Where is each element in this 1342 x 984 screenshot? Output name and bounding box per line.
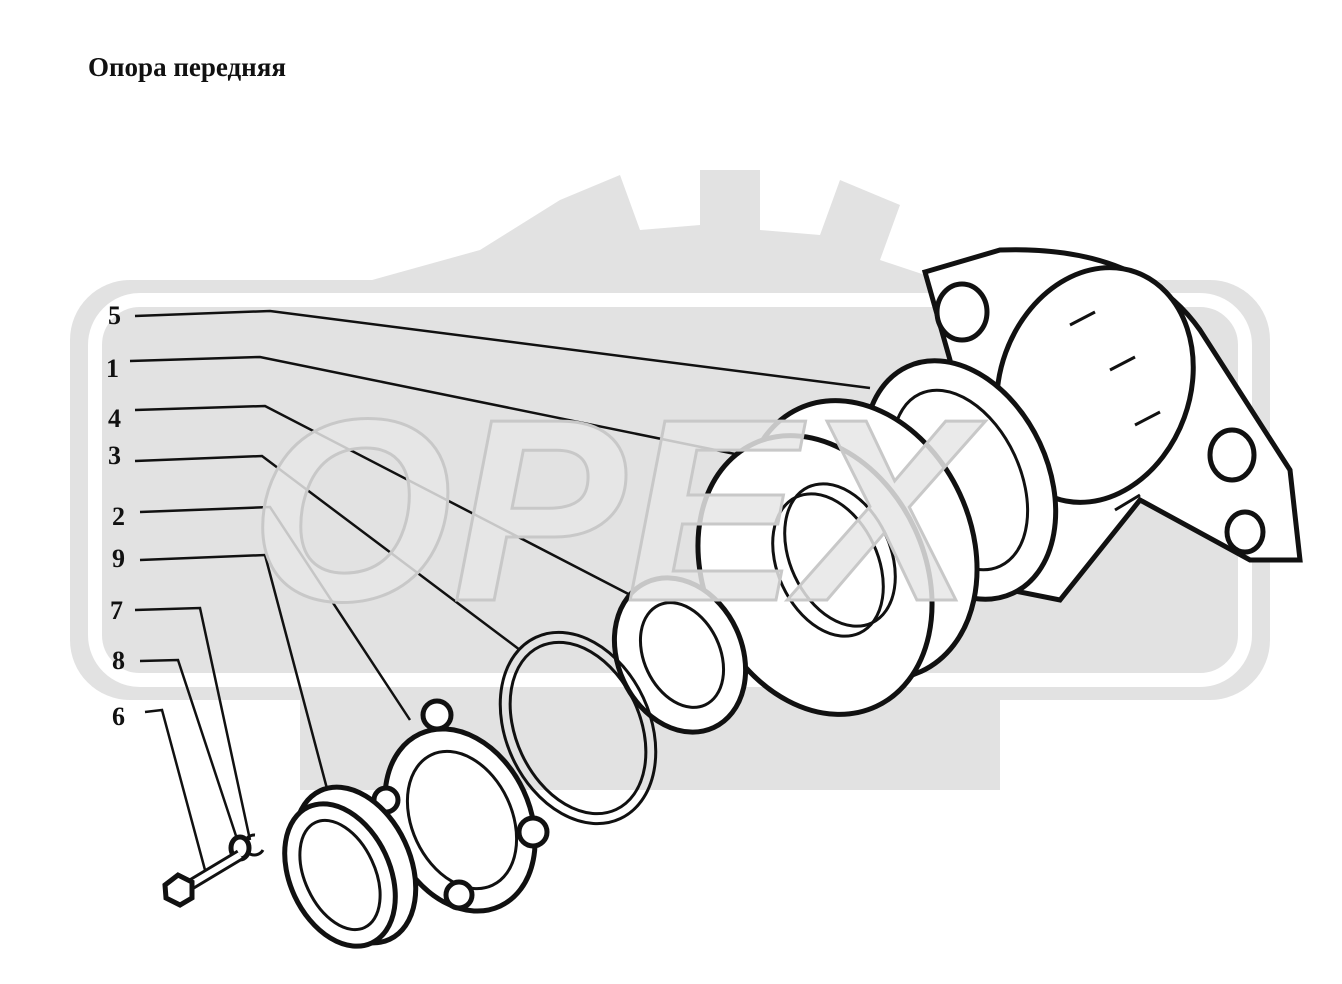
part-9-seal [282,784,419,949]
part-1-bearing-housing [695,398,980,717]
leader-lines [129,309,871,871]
callout-3: 3 [108,441,121,470]
callout-2: 2 [112,502,125,531]
callout-7: 7 [110,596,123,625]
callout-4: 4 [108,404,121,433]
callout-9: 9 [112,544,125,573]
part-3-retaining-ring [498,630,658,826]
callout-8: 8 [112,646,125,675]
part-7-8-6-fasteners [162,833,265,908]
page-title: Опора передняя [88,52,286,82]
part-4-plate [611,575,749,735]
callout-6: 6 [112,702,125,731]
callout-5: 5 [108,301,121,330]
callout-1: 1 [106,354,119,383]
callout-labels: 5 1 4 3 2 9 7 8 6 [106,301,125,731]
